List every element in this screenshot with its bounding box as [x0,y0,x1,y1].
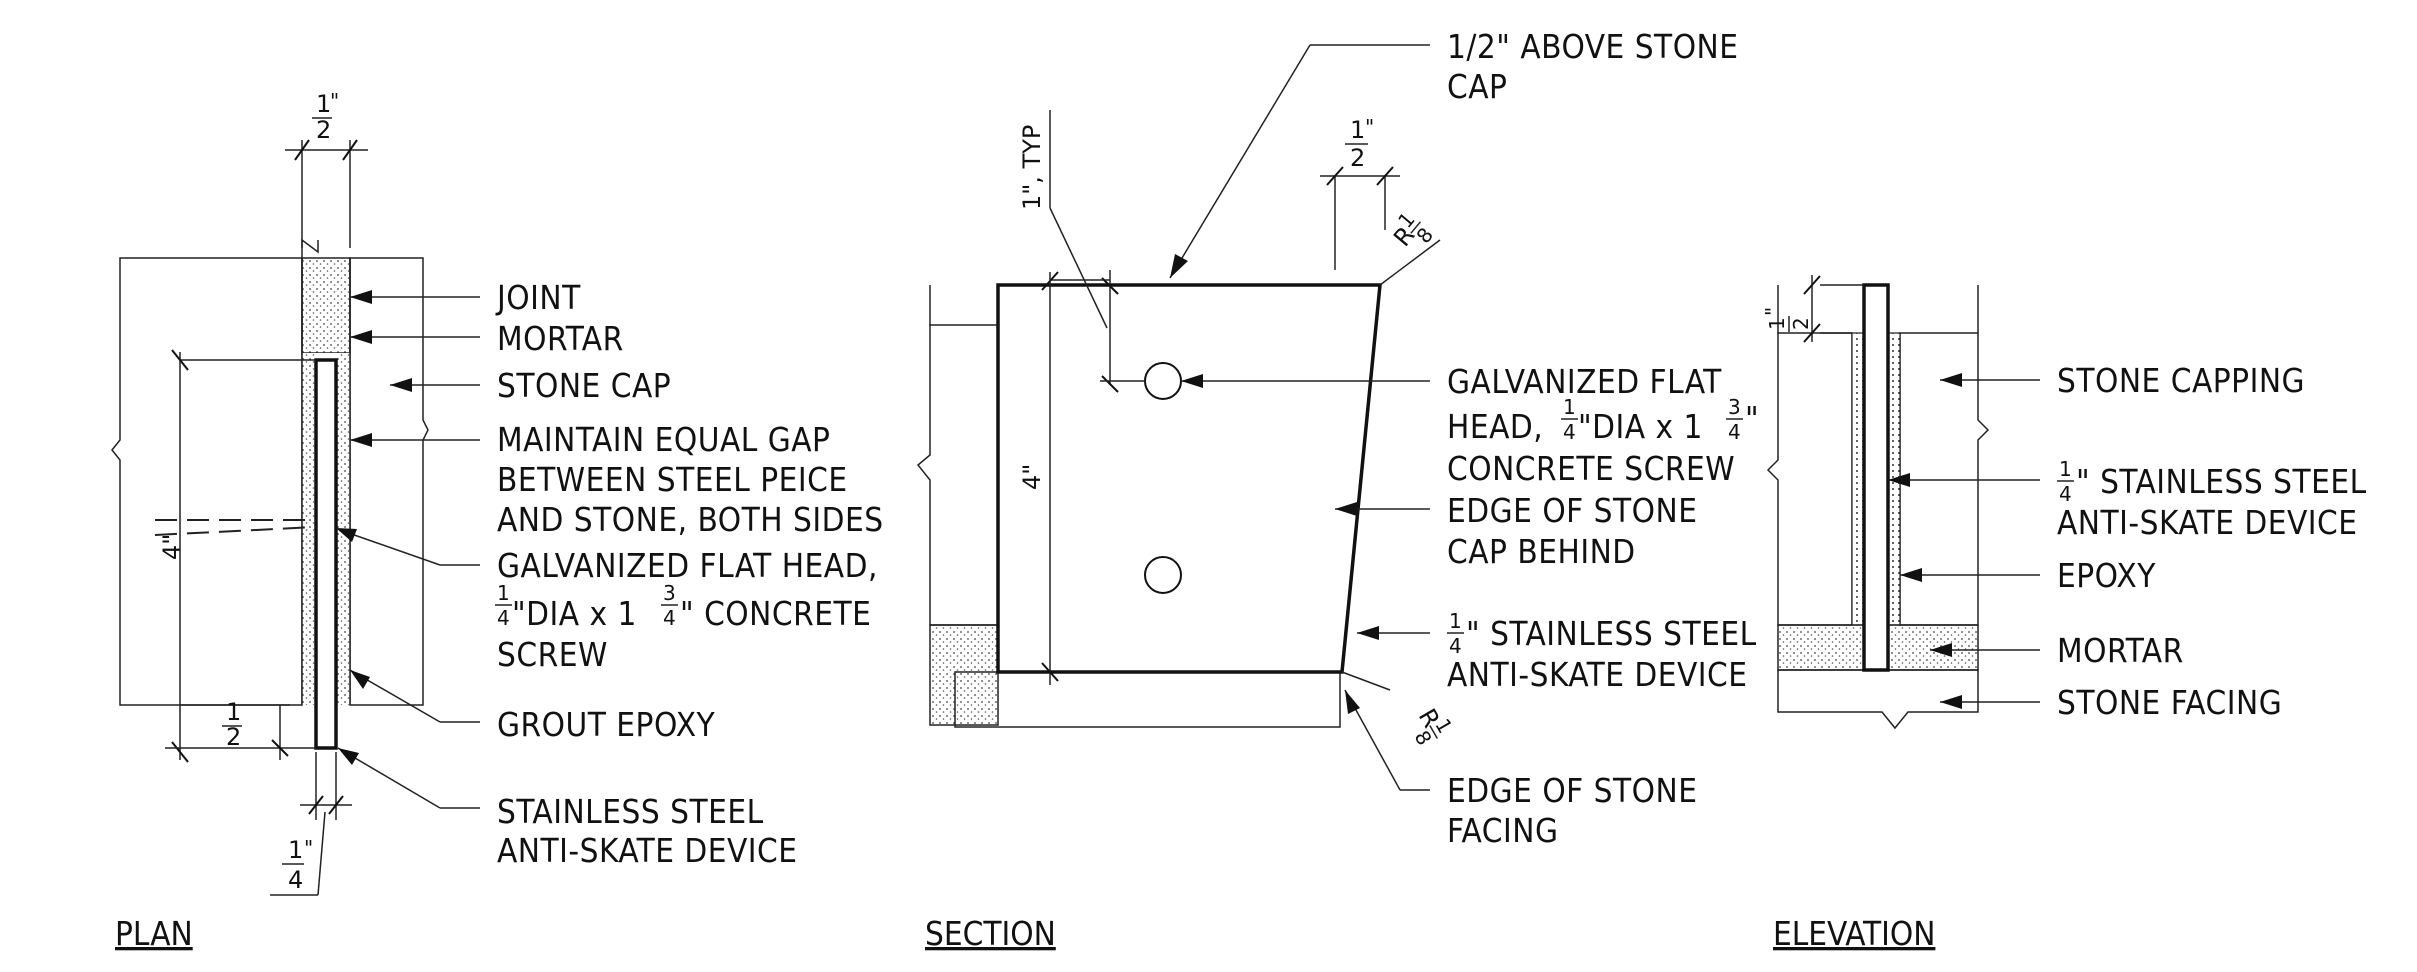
svg-text:": " [330,89,339,113]
svg-text:4": 4" [158,534,186,560]
plan-label-screw-4: SCREW [497,635,608,674]
svg-text:4: 4 [288,866,303,894]
section-stone-cap [916,324,999,626]
svg-text:1: 1 [2059,457,2072,481]
section-radius-bottom: R 1 8 [1410,704,1458,749]
section-label-screw-1: GALVANIZED FLAT [1447,362,1722,401]
plan-label-gap-1: MAINTAIN EQUAL GAP [497,420,830,459]
svg-text:4": 4" [1018,464,1046,490]
svg-text:2: 2 [1789,317,1813,330]
plan-stone-cap-left [111,257,303,706]
section-label-edge-cap-1: EDGE OF STONE [1447,491,1698,530]
svg-text:2: 2 [226,723,241,751]
section-label-facing-1: EDGE OF STONE [1447,771,1698,810]
plan-mortar [301,257,351,354]
svg-text:" CONCRETE: " CONCRETE [680,594,871,633]
elevation-label-capping: STONE CAPPING [2057,361,2305,400]
elevation-title: ELEVATION [1773,914,1935,953]
section-title: SECTION [925,914,1056,953]
svg-text:1: 1 [1449,609,1462,633]
svg-text:4: 4 [497,606,510,630]
elevation-label-steel-2: ANTI-SKATE DEVICE [2057,503,2358,542]
elevation-anti-skate-device [1862,283,1890,672]
svg-text:1: 1 [288,836,303,864]
plan-label-gap-3: AND STONE, BOTH SIDES [497,500,884,539]
svg-text:2: 2 [1350,144,1365,172]
svg-text:1", TYP: 1", TYP [1018,125,1046,210]
svg-text:": " [304,836,313,860]
plan-view: 1 2 " 4" 1 2 1 4 " [111,89,884,953]
elevation-stone-capping-left [1766,332,1853,626]
svg-text:"DIA x 1: "DIA x 1 [512,594,637,633]
svg-text:2: 2 [316,116,331,144]
svg-text:1: 1 [1563,395,1576,419]
svg-text:": " [1761,307,1785,316]
svg-text:3: 3 [1728,395,1741,419]
plan-label-device-1: STAINLESS STEEL [497,792,764,831]
plan-label-stone-cap: STONE CAP [497,366,671,405]
elevation-stone-facing [1777,669,1979,730]
svg-text:": " [1745,399,1759,438]
plan-label-gap-2: BETWEEN STEEL PEICE [497,460,848,499]
svg-text:4: 4 [2059,482,2072,506]
section-anti-skate-device [996,283,1382,674]
svg-text:1: 1 [226,698,241,726]
svg-text:"DIA x 1: "DIA x 1 [1578,407,1703,446]
plan-label-joint: JOINT [495,278,581,317]
section-label-above-1: 1/2" ABOVE STONE [1447,27,1739,66]
elevation-label-mortar: MORTAR [2057,631,2184,670]
section-label-facing-2: FACING [1447,811,1558,850]
plan-label-mortar: MORTAR [497,319,624,358]
section-mortar [929,624,999,726]
section-label-device-1: 1 4 " STAINLESS STEEL [1447,609,1757,658]
elevation-label-facing: STONE FACING [2057,683,2282,722]
elevation-epoxy-left [1851,332,1865,626]
svg-text:" STAINLESS STEEL: " STAINLESS STEEL [1466,614,1757,653]
section-radius-top: R 1 8 [1388,207,1438,252]
section-label-screw-3: CONCRETE SCREW [1447,449,1735,488]
plan-anti-skate-device [314,358,338,750]
section-screw-hole-bottom [1144,556,1182,594]
svg-text:1: 1 [497,581,510,605]
section-label-edge-cap-2: CAP BEHIND [1447,532,1636,571]
elevation-stone-capping-right [1899,332,1990,626]
svg-text:" STAINLESS STEEL: " STAINLESS STEEL [2076,462,2367,501]
plan-label-device-2: ANTI-SKATE DEVICE [497,831,798,870]
svg-text:3: 3 [663,581,676,605]
elevation-label-epoxy: EPOXY [2057,556,2156,595]
plan-label-screw-2: 1 4 "DIA x 1 3 4 " CONCRETE [495,581,871,633]
plan-stone-cap-right [349,257,429,706]
svg-text:HEAD,: HEAD, [1447,407,1543,446]
plan-label-screw-1: GALVANIZED FLAT HEAD, [497,546,878,585]
elevation-dim-top: 1 2 " [1761,307,1813,332]
section-label-above-2: CAP [1447,67,1507,106]
section-stone-facing [954,671,1341,728]
svg-text:1: 1 [1765,317,1789,330]
plan-label-grout: GROUT EPOXY [497,705,716,744]
svg-text:4: 4 [663,606,676,630]
svg-text:8: 8 [1410,726,1437,749]
svg-text:": " [1365,115,1374,139]
section-label-device-2: ANTI-SKATE DEVICE [1447,655,1748,694]
elevation-label-steel-1: 1 4 " STAINLESS STEEL [2057,457,2367,506]
svg-text:4: 4 [1449,634,1462,658]
svg-text:1: 1 [1350,116,1365,144]
svg-text:4: 4 [1563,420,1576,444]
elevation-view: 1 2 " STONE CAPPING 1 4 " STAINLESS STEE… [1761,275,2367,953]
section-label-screw-2: HEAD, 1 4 "DIA x 1 3 4 " [1447,395,1759,446]
svg-text:1: 1 [316,90,331,118]
svg-text:4: 4 [1728,420,1741,444]
section-view: 1", TYP 4" 1 2 " R 1 8 R 1 8 [916,27,1759,953]
plan-title: PLAN [115,914,193,953]
